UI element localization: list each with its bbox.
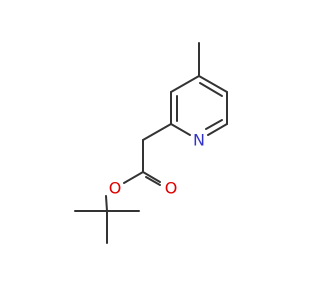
bond-carbonyl-double-1 — [142, 171, 161, 183]
molecule-structure: N O O — [74, 42, 228, 244]
bond-ring-c4-c5-inner — [199, 82, 223, 97]
bond-carbonyl-double-2 — [145, 176, 161, 186]
atom-label-nitrogen: N — [193, 131, 205, 150]
bond-ring-c6-n — [207, 123, 228, 136]
atom-label-ester-oxygen: O — [109, 179, 122, 198]
atom-label-carbonyl-oxygen: O — [165, 179, 178, 198]
bond-carbonyl-ester-o — [123, 171, 144, 184]
bond-ring-c2-n — [170, 123, 191, 136]
bond-ring-c4-c3 — [170, 75, 200, 93]
bond-c2-ch2 — [142, 123, 172, 141]
bond-ester-o-tbu — [105, 195, 108, 212]
bond-ring-c4-c5 — [198, 75, 228, 93]
bond-ring-c6-n-inner — [205, 119, 223, 130]
